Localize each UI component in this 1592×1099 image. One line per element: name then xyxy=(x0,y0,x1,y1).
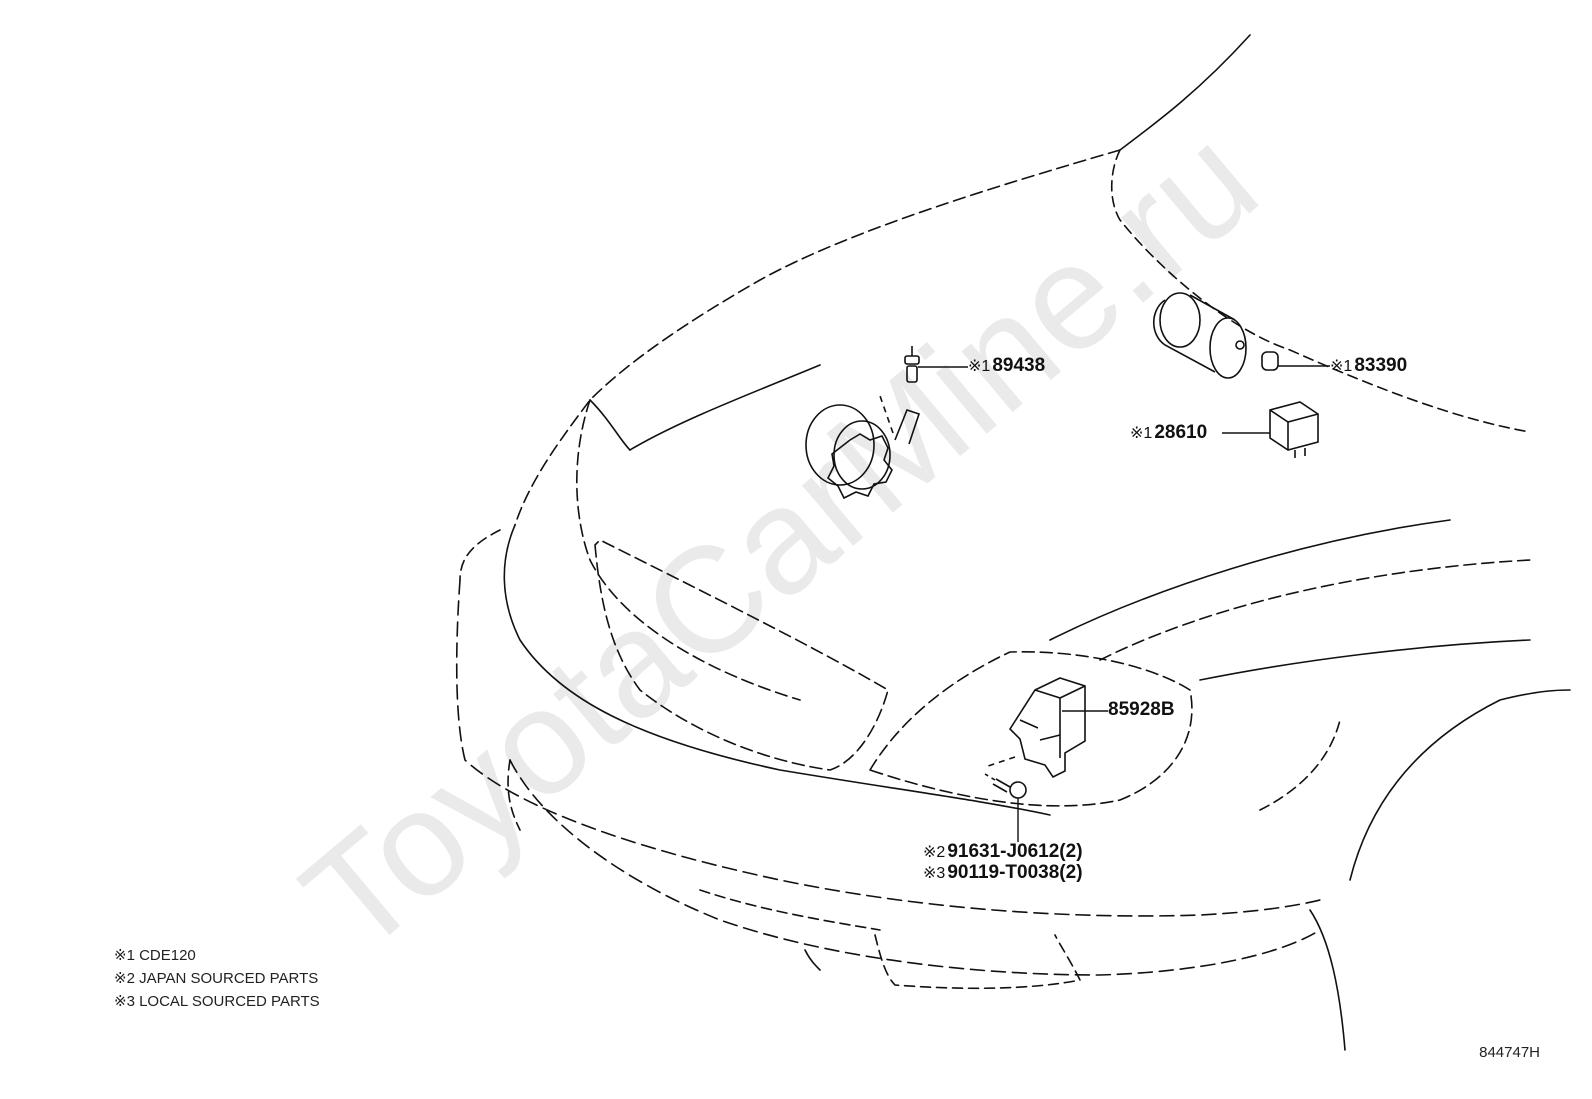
callout-85928b: 85928B xyxy=(1108,699,1175,721)
callout-marker: ※1 xyxy=(1330,358,1353,375)
part-number: 83390 xyxy=(1354,355,1408,376)
callout-marker: ※1 xyxy=(1130,425,1153,442)
callout-marker: ※1 xyxy=(968,358,991,375)
part-number: 85928B xyxy=(1108,699,1175,720)
leader-lines xyxy=(918,365,1330,842)
part-number: 28610 xyxy=(1154,422,1208,443)
note-japan-sourced: ※2 JAPAN SOURCED PARTS xyxy=(114,970,319,987)
bracket-component xyxy=(984,677,1086,799)
horn-assembly xyxy=(805,346,921,500)
part-number: 90119-T0038(2) xyxy=(947,862,1083,883)
diagram-code: 844747H xyxy=(1479,1044,1540,1061)
relay-component xyxy=(1269,401,1319,458)
callout-marker: ※2 xyxy=(923,844,946,861)
part-number: 89438 xyxy=(992,355,1046,376)
cylinder-component xyxy=(1152,292,1279,379)
note-local-sourced: ※3 LOCAL SOURCED PARTS xyxy=(114,993,320,1010)
note-cde120: ※1 CDE120 xyxy=(114,947,196,964)
part-number: 91631-J0612(2) xyxy=(947,841,1083,862)
callout-marker: ※3 xyxy=(923,865,946,882)
